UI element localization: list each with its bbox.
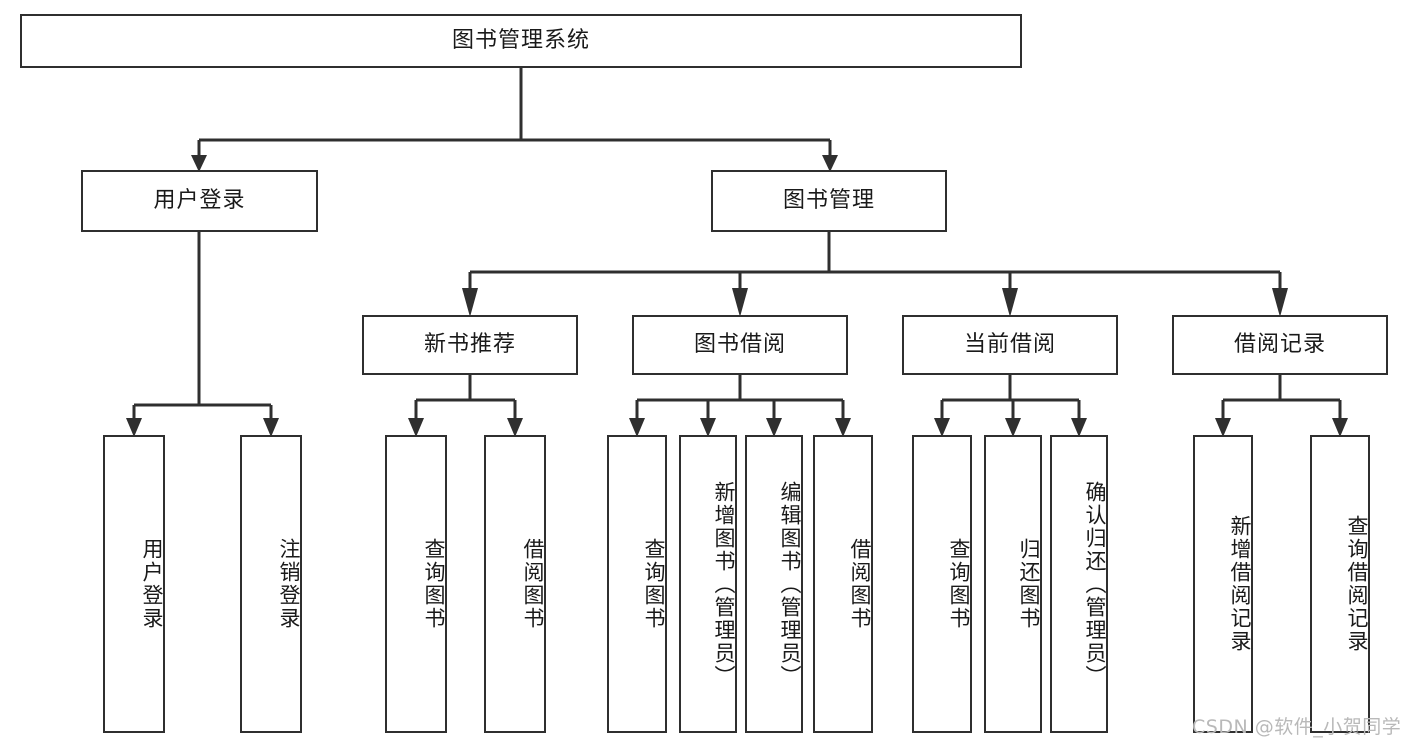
leaf-user-logout[interactable]: 注销登录	[240, 435, 302, 733]
node-borrow-record[interactable]: 借阅记录	[1172, 315, 1388, 375]
leaf-borrow-book[interactable]: 借阅图书	[813, 435, 873, 733]
leaf-query-book-recommend[interactable]: 查询图书	[385, 435, 447, 733]
node-root[interactable]: 图书管理系统	[20, 14, 1022, 68]
leaf-add-borrow-record[interactable]: 新增借阅记录	[1193, 435, 1253, 733]
leaf-return-book[interactable]: 归还图书	[984, 435, 1042, 733]
leaf-borrow-book-recommend[interactable]: 借阅图书	[484, 435, 546, 733]
leaf-confirm-return-admin[interactable]: 确认归还（管理员）	[1050, 435, 1108, 733]
leaf-query-book-current[interactable]: 查询图书	[912, 435, 972, 733]
node-user-login[interactable]: 用户登录	[81, 170, 318, 232]
node-current-borrow[interactable]: 当前借阅	[902, 315, 1118, 375]
node-new-book-recommend[interactable]: 新书推荐	[362, 315, 578, 375]
leaf-edit-book-admin[interactable]: 编辑图书（管理员）	[745, 435, 803, 733]
watermark-text: CSDN @软件_小贺同学	[1192, 716, 1402, 738]
node-book-management[interactable]: 图书管理	[711, 170, 947, 232]
leaf-add-book-admin[interactable]: 新增图书（管理员）	[679, 435, 737, 733]
leaf-user-login[interactable]: 用户登录	[103, 435, 165, 733]
node-book-borrow[interactable]: 图书借阅	[632, 315, 848, 375]
leaf-query-book-borrow[interactable]: 查询图书	[607, 435, 667, 733]
leaf-query-borrow-record[interactable]: 查询借阅记录	[1310, 435, 1370, 733]
